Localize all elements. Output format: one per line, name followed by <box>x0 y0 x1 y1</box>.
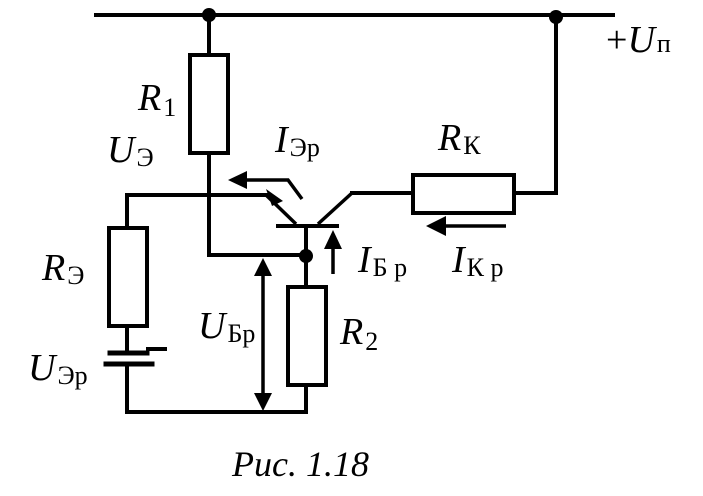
resistor-rk <box>411 173 516 215</box>
label-ubr: UБр <box>198 305 255 348</box>
ubr-arrowhead-down <box>254 393 272 411</box>
ier-arrowhead <box>228 171 247 189</box>
ubr-arrowhead-up <box>254 258 272 276</box>
resistor-re <box>107 226 149 328</box>
transistor-collector <box>316 191 354 226</box>
resistor-r2 <box>286 285 328 387</box>
figure-caption: Рис. 1.18 <box>231 444 369 484</box>
ibr-arrowhead <box>324 230 342 249</box>
label-rk: RК <box>437 117 481 160</box>
label-re: RЭ <box>41 247 84 290</box>
ikr-arrowhead <box>426 216 446 236</box>
label-ue: UЭ <box>107 129 154 172</box>
label-supply: +Uп <box>606 19 671 61</box>
label-uer: UЭр <box>28 347 88 390</box>
label-ibr: IБ р <box>357 239 407 282</box>
ier-current-arrow-shaft <box>244 178 304 201</box>
label-r1: R1 <box>137 77 176 122</box>
label-r2: R2 <box>339 311 378 356</box>
emitter-arrow <box>266 189 283 206</box>
label-ikr: IК р <box>451 239 504 282</box>
label-ier: IЭр <box>274 119 320 162</box>
resistor-r1 <box>188 53 230 155</box>
